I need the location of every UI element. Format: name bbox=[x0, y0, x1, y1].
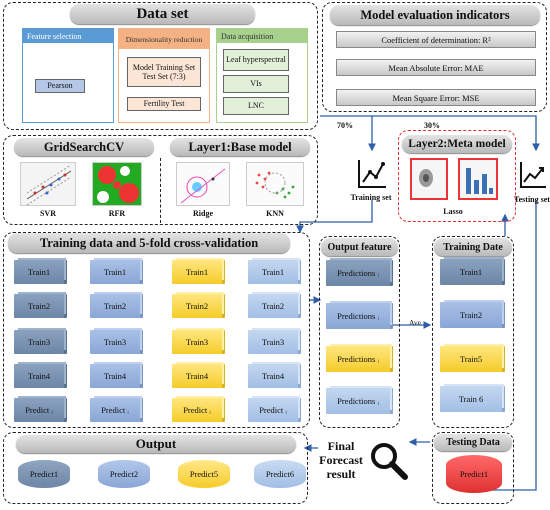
testing-data-cylinder: Predict1 bbox=[446, 455, 502, 493]
ave-label: Ave bbox=[409, 318, 421, 327]
cv-train-cell: Train1 bbox=[172, 260, 222, 284]
testing-data-title: Testing Data bbox=[434, 434, 512, 451]
output-predict-cylinder: Predict1 bbox=[18, 460, 70, 488]
train-pct-label: 70% bbox=[337, 121, 353, 130]
dim-reduction-title: Dimensionality reduction bbox=[119, 29, 209, 49]
layer2-title: Layer2:Meta model bbox=[402, 135, 512, 153]
cv-train-cell: Train1 bbox=[14, 260, 64, 284]
magnifier-icon bbox=[368, 440, 408, 480]
data-acquisition-card: Data acquisition Leaf hyperspectral VIs … bbox=[216, 28, 308, 123]
split-box: Model Training Set Test Set (7:3) bbox=[127, 57, 201, 87]
cv-train-cell: Train4 bbox=[248, 364, 298, 388]
testing-set-label: Testing set bbox=[514, 195, 550, 204]
knn-label: KNN bbox=[266, 209, 284, 218]
cv-train-cell: Train2 bbox=[172, 294, 222, 318]
output-feature-item: Predictions ᵢ bbox=[326, 260, 390, 286]
training-date-title: Training Date bbox=[434, 238, 512, 256]
output-predict-cylinder: Predict6 bbox=[254, 460, 306, 488]
feature-selection-card: Feature selection Pearson bbox=[22, 28, 114, 123]
data-acquisition-title: Data acquisition bbox=[217, 29, 307, 43]
ridge-label: Ridge bbox=[193, 209, 213, 218]
cv-train-cell: Train2 bbox=[248, 294, 298, 318]
output-feature-panel bbox=[319, 236, 400, 428]
dim-reduction-card: Dimensionality reduction Model Training … bbox=[118, 28, 210, 123]
test-pct-label: 30% bbox=[424, 121, 440, 130]
output-feature-item: Predictions ᵢ bbox=[326, 388, 390, 414]
cv-predict-cell: Predict ᵢ bbox=[14, 398, 64, 422]
cv-train-cell: Train4 bbox=[172, 364, 222, 388]
lasso-plot-icon-b bbox=[458, 158, 498, 200]
lasso-label: Lasso bbox=[443, 207, 463, 216]
svr-label: SVR bbox=[39, 209, 56, 218]
acq-lnc: LNC bbox=[223, 97, 289, 115]
cv-train-cell: Train3 bbox=[90, 330, 140, 354]
layer2-panel bbox=[398, 130, 516, 222]
cv-train-cell: Train2 bbox=[90, 294, 140, 318]
final-forecast-label: Final Forecast result bbox=[319, 439, 363, 481]
training-date-item: Train 6 bbox=[440, 386, 502, 412]
output-feature-item: Predictions ᵢ bbox=[326, 346, 390, 372]
fertility-box: Fertility Test bbox=[127, 97, 201, 111]
cv-panel bbox=[3, 232, 310, 428]
gridsearch-title: GridSearchCV bbox=[14, 138, 154, 156]
ridge-plot-icon bbox=[176, 162, 230, 206]
training-set-label: Training set bbox=[350, 193, 392, 202]
cv-train-cell: Train1 bbox=[90, 260, 140, 284]
training-date-item: Train2 bbox=[440, 302, 502, 328]
dataset-title: Data set bbox=[70, 4, 255, 24]
acq-vis: VIs bbox=[223, 75, 289, 93]
training-date-item: Train1 bbox=[440, 259, 502, 285]
output-feature-title: Output feature bbox=[321, 238, 398, 256]
training-date-item: Train5 bbox=[440, 346, 502, 372]
training-date-panel bbox=[432, 236, 514, 428]
cv-train-cell: Train2 bbox=[14, 294, 64, 318]
rfr-plot-icon bbox=[92, 162, 142, 206]
base-model-panel bbox=[3, 135, 318, 225]
testing-set-icon bbox=[518, 160, 548, 190]
cv-title: Training data and 5-fold cross-validatio… bbox=[8, 233, 290, 253]
cv-predict-cell: Predict ᵢ bbox=[248, 398, 298, 422]
arrow-training-to-cv bbox=[296, 200, 373, 234]
output-predict-cylinder: Predict2 bbox=[98, 460, 150, 488]
cv-predict-cell: Predict ᵢ bbox=[172, 398, 222, 422]
cv-train-cell: Train4 bbox=[14, 364, 64, 388]
rfr-label: RFR bbox=[108, 209, 126, 218]
pearson-box: Pearson bbox=[35, 79, 85, 93]
dataset-panel bbox=[3, 2, 318, 130]
lasso-plot-icon-a bbox=[410, 158, 448, 200]
testing-data-panel bbox=[432, 432, 514, 504]
acq-hyperspectral: Leaf hyperspectral bbox=[223, 49, 289, 71]
cv-predict-cell: Predict ᵢ bbox=[90, 398, 140, 422]
metric-mse: Mean Square Error: MSE bbox=[336, 89, 536, 106]
output-feature-item: Predictions ᵢ bbox=[326, 303, 390, 329]
metrics-title: Model evaluation indicators bbox=[330, 5, 540, 25]
layer1-title: Layer1:Base model bbox=[170, 138, 310, 156]
training-set-icon bbox=[356, 158, 388, 190]
output-predict-cylinder: Predict5 bbox=[178, 460, 230, 488]
cv-train-cell: Train3 bbox=[14, 330, 64, 354]
metrics-panel bbox=[322, 2, 547, 112]
knn-plot-icon bbox=[246, 162, 304, 206]
output-panel bbox=[3, 432, 308, 504]
cv-train-cell: Train1 bbox=[248, 260, 298, 284]
cv-train-cell: Train4 bbox=[90, 364, 140, 388]
svr-plot-icon bbox=[20, 162, 76, 206]
cv-train-cell: Train3 bbox=[172, 330, 222, 354]
feature-selection-title: Feature selection bbox=[23, 29, 113, 43]
base-model-divider bbox=[160, 158, 161, 223]
cv-train-cell: Train3 bbox=[248, 330, 298, 354]
output-title: Output bbox=[16, 435, 296, 453]
arrow-dataset-to-testing bbox=[372, 115, 540, 152]
metric-mae: Mean Absolute Error: MAE bbox=[336, 59, 536, 76]
metric-r2: Coefficient of determination: R² bbox=[336, 31, 536, 48]
